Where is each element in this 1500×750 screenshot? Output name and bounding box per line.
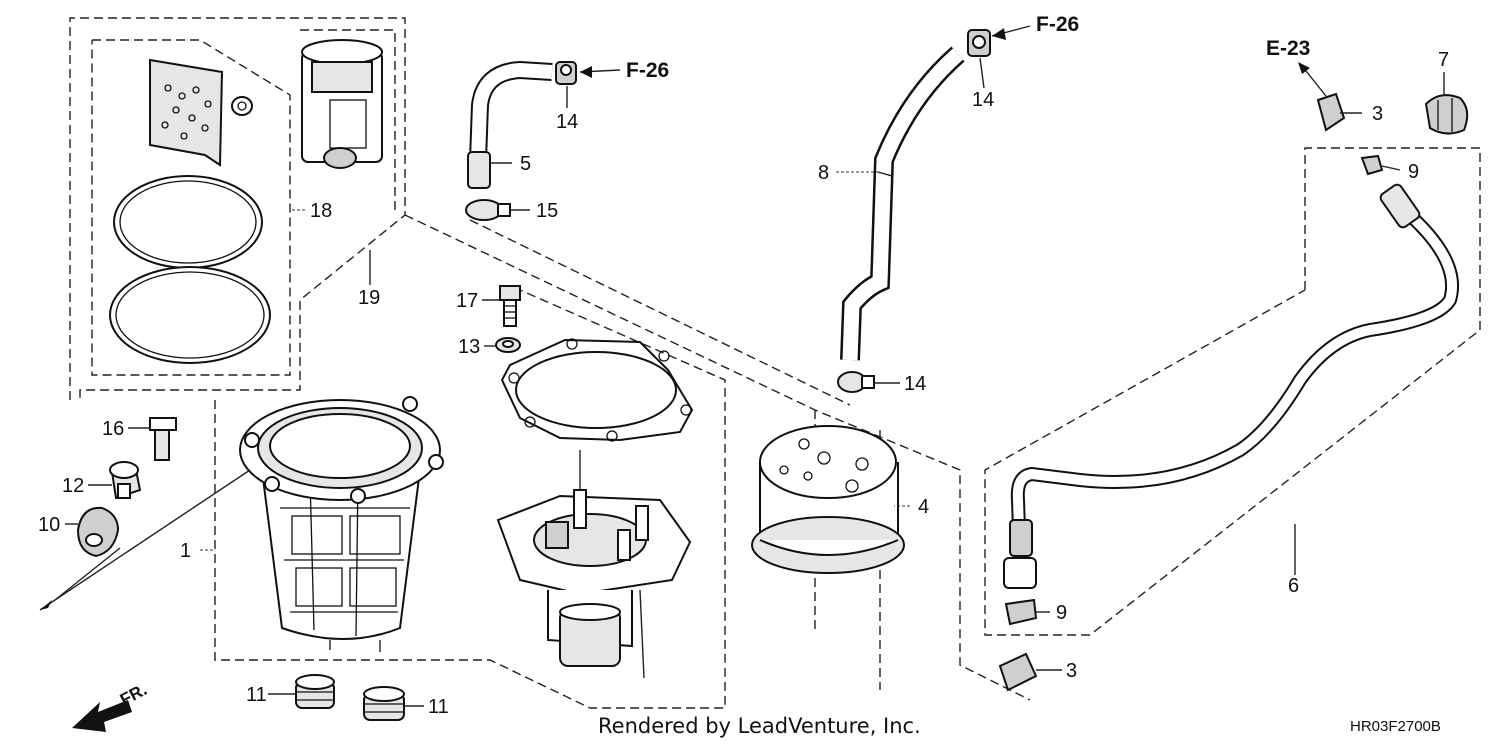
callout-6: 6 xyxy=(1288,575,1299,597)
callout-3-lower: 3 xyxy=(1066,660,1077,682)
callout-15: 15 xyxy=(536,200,558,222)
rubber-grommets xyxy=(295,674,405,721)
fuel-hoses xyxy=(465,29,991,393)
ref-e23: E-23 xyxy=(1266,37,1310,60)
reference-labels: F-26 F-26 E-23 xyxy=(626,13,1310,82)
callout-8: 8 xyxy=(818,162,829,184)
callout-17: 17 xyxy=(456,290,478,312)
ref-f26-left: F-26 xyxy=(626,59,669,82)
callout-10: 10 xyxy=(38,514,60,536)
callout-19: 19 xyxy=(358,287,380,309)
callout-7: 7 xyxy=(1438,49,1449,71)
callout-14-mid: 14 xyxy=(904,373,926,395)
callout-3-upper: 3 xyxy=(1372,103,1383,125)
fuel-pump-module xyxy=(496,450,692,679)
fuel-strainer xyxy=(301,39,383,169)
ref-f26-top: F-26 xyxy=(1036,13,1079,36)
fuel-filter-canister xyxy=(751,425,905,574)
callout-9-lower: 9 xyxy=(1056,602,1067,624)
drawing-code: HR03F2700B xyxy=(1350,718,1441,735)
filter-kit-parts xyxy=(109,58,271,364)
callout-12: 12 xyxy=(62,475,84,497)
callout-labels: 1 3 3 4 5 6 7 8 9 9 10 11 11 12 13 14 14… xyxy=(38,49,1449,718)
callout-5: 5 xyxy=(520,153,531,175)
callout-14-top: 14 xyxy=(972,89,994,111)
leader-lines xyxy=(39,57,1445,707)
callout-18: 18 xyxy=(310,200,332,222)
callout-1: 1 xyxy=(180,540,191,562)
bolt-and-washer xyxy=(495,285,521,353)
callout-11-left: 11 xyxy=(246,684,267,706)
callout-16: 16 xyxy=(102,418,124,440)
callout-9-upper: 9 xyxy=(1408,161,1419,183)
callout-4: 4 xyxy=(918,496,929,518)
callout-11-right: 11 xyxy=(428,696,449,718)
watermark-credit: Rendered by LeadVenture, Inc. xyxy=(598,714,921,738)
callout-13: 13 xyxy=(458,336,480,358)
reference-arrows xyxy=(579,25,1327,97)
fuel-pump-body xyxy=(239,396,444,652)
mount-hardware xyxy=(76,417,177,558)
callout-14-left: 14 xyxy=(556,111,578,133)
pump-gasket xyxy=(500,338,694,442)
fuel-pipe xyxy=(998,92,1469,692)
front-direction-marker: FR. xyxy=(72,680,150,732)
